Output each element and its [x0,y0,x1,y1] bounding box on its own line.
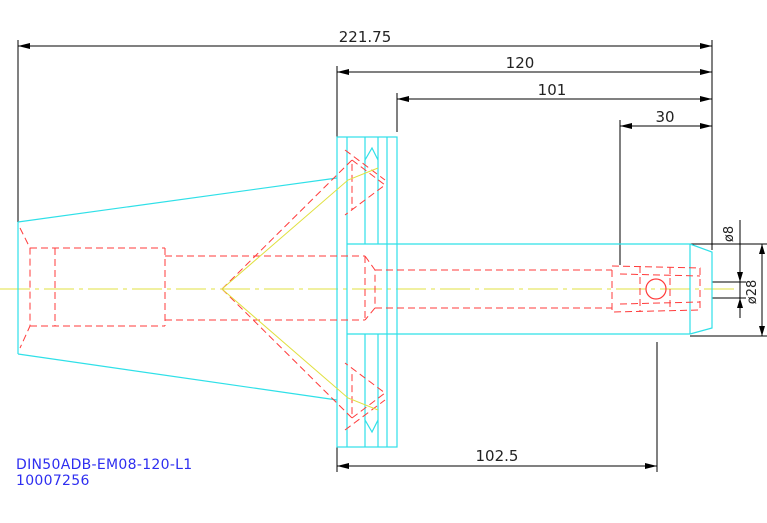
inner-cone-lines [221,167,379,411]
part-name: DIN50ADB-EM08-120-L1 [16,457,193,473]
dim-length-101: 101 [538,81,567,99]
dim-overall-length: 221.75 [339,28,392,46]
set-screw-hole [645,278,667,300]
dim-length-30: 30 [655,108,674,126]
hidden-lines [19,149,701,431]
dim-length-120: 120 [506,54,535,72]
tool-holder-outline [17,136,713,448]
dimension-lines [17,40,767,472]
dim-diameter-28: ø28 [745,280,760,305]
dim-length-102-5: 102.5 [476,447,519,465]
dimension-arrows [18,43,765,469]
dim-diameter-8: ø8 [722,226,737,242]
part-number: 10007256 [16,473,90,489]
